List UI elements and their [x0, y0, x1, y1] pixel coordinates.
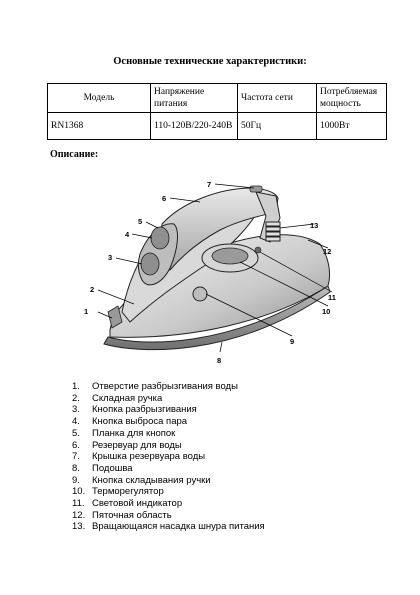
page-title: Основные технические характеристики:	[113, 56, 307, 67]
parts-list-item: 9. Кнопка складывания ручки	[72, 475, 265, 487]
spec-header-voltage: Напряжение питания	[150, 83, 238, 113]
spec-cell-voltage: 110-120В/220-240В	[150, 112, 238, 140]
callout-9: 9	[290, 337, 294, 346]
callout-5: 5	[138, 217, 142, 226]
part-label: Кнопка складывания ручки	[92, 474, 211, 486]
part-number: 7.	[72, 451, 80, 463]
part-label: Пяточная область	[92, 509, 172, 521]
part-label: Вращающаяся насадка шнура питания	[92, 521, 265, 533]
callout-6: 6	[162, 194, 166, 203]
parts-list-item: 12. Пяточная область	[72, 510, 265, 522]
parts-list-item: 6. Резервуар для воды	[72, 440, 265, 452]
spec-table: Модель Напряжение питания Частота сети П…	[47, 83, 387, 140]
parts-list-item: 10. Терморегулятор	[72, 486, 265, 498]
parts-list-item: 2. Складная ручка	[72, 393, 265, 405]
part-label: Резервуар для воды	[92, 439, 182, 451]
iron-diagram: 1 2 3 4 5 6 7 8 9 10 11 12 13	[84, 180, 336, 365]
callout-8: 8	[217, 356, 221, 365]
spec-header-frequency: Частота сети	[237, 83, 317, 113]
parts-list-item: 4. Кнопка выброса пара	[72, 416, 265, 428]
callout-13: 13	[310, 221, 318, 230]
part-number: 10.	[72, 486, 86, 498]
callout-lines	[97, 183, 333, 353]
part-label: Планка для кнопок	[92, 427, 176, 439]
spec-cell-model: RN1368	[47, 112, 151, 140]
part-number: 12.	[72, 509, 86, 521]
callout-4: 4	[125, 230, 130, 239]
part-label: Кнопка разбрызгивания	[92, 404, 197, 416]
part-number: 6.	[72, 439, 80, 451]
parts-list-item: 11. Световой индикатор	[72, 498, 265, 510]
parts-list: 1. Отверстие разбрызгивания воды 2. Складн…	[72, 381, 265, 533]
spray-button[interactable]	[140, 252, 160, 276]
handle-fold-button[interactable]	[192, 286, 208, 302]
part-number: 13.	[72, 521, 86, 533]
part-label: Отверстие разбрызгивания воды	[92, 381, 238, 392]
callout-10: 10	[322, 307, 330, 316]
part-number: 11.	[72, 498, 85, 510]
swivel-cord	[265, 221, 281, 242]
part-number: 9.	[72, 474, 80, 486]
callout-11: 11	[328, 293, 336, 302]
part-number: 8.	[72, 462, 80, 474]
soleplate	[103, 285, 331, 351]
part-number: 4.	[72, 416, 80, 428]
part-number: 1.	[72, 381, 80, 392]
temperature-dial-inner	[211, 247, 249, 265]
part-label: Крышка резервуара воды	[92, 451, 206, 463]
parts-list-item: 7. Крышка резервуара воды	[72, 451, 265, 463]
part-label: Подошва	[92, 462, 133, 474]
part-label: Световой индикатор	[92, 498, 183, 510]
part-number: 2.	[72, 392, 80, 404]
callout-7: 7	[207, 180, 211, 189]
folding-handle	[161, 187, 279, 271]
spec-table-row: RN1368 110-120В/220-240В 50Гц 1000Вт	[47, 112, 387, 140]
part-label: Складная ручка	[92, 392, 163, 404]
spec-header-model: Модель	[47, 83, 151, 113]
indicator-light	[254, 246, 262, 254]
part-label: Кнопка выброса пара	[92, 416, 188, 428]
parts-list-item: 5. Планка для кнопок	[72, 428, 265, 440]
part-number: 5.	[72, 427, 80, 439]
parts-list-item: 1. Отверстие разбрызгивания воды	[72, 381, 265, 393]
spray-nozzle	[107, 305, 123, 329]
steam-burst-button[interactable]	[150, 226, 170, 250]
callout-3: 3	[108, 253, 112, 262]
parts-list-item: 3. Кнопка разбрызгивания	[72, 404, 265, 416]
tank-cap	[249, 185, 263, 193]
spec-table-header-row: Модель Напряжение питания Частота сети П…	[47, 83, 387, 113]
callout-1: 1	[84, 307, 88, 316]
callout-2: 2	[90, 285, 94, 294]
spec-cell-power: 1000Вт	[316, 112, 387, 140]
parts-list-item: 8. Подошва	[72, 463, 265, 475]
spec-cell-frequency: 50Гц	[237, 112, 317, 140]
parts-list-item: 13. Вращающаяся насадка шнура питания	[72, 521, 265, 533]
part-label: Терморегулятор	[92, 486, 164, 498]
spec-header-power: Потребляемая мощность	[316, 83, 387, 113]
callout-12: 12	[323, 247, 331, 256]
description-title: Описание:	[50, 149, 99, 160]
part-number: 3.	[72, 404, 80, 416]
